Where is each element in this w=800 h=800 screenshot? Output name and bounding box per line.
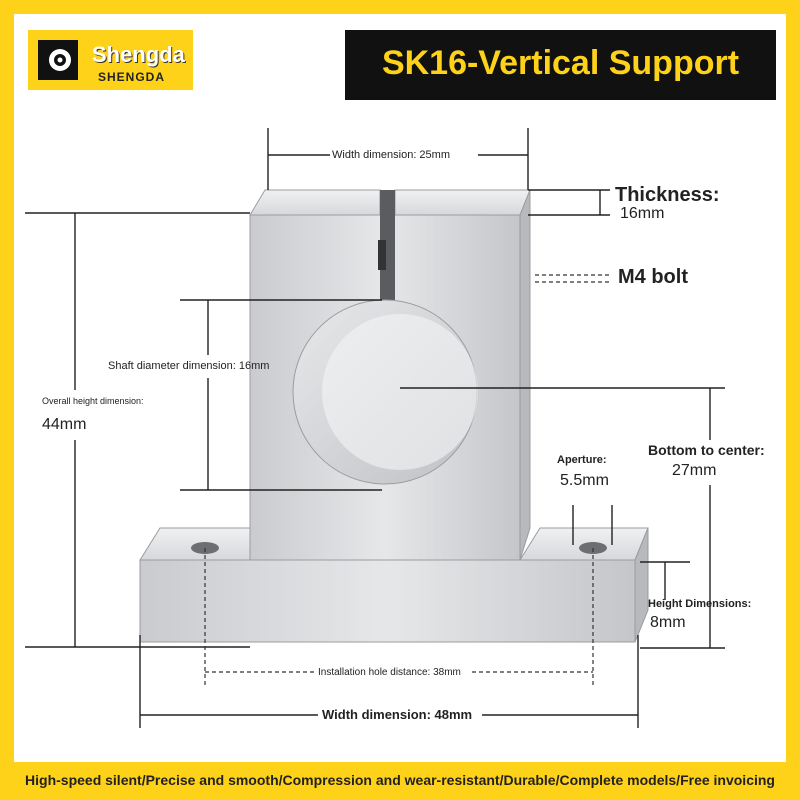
overall-height-title: Overall height dimension:	[42, 396, 144, 406]
upright-top-left	[249, 189, 381, 216]
base-front	[139, 559, 636, 643]
upright-side	[519, 189, 531, 561]
overall-height-value: 44mm	[42, 416, 87, 433]
aperture-value: 5.5mm	[560, 472, 609, 489]
bottom-center-title: Bottom to center:	[648, 442, 765, 458]
brand-logo: Shengda SHENGDA	[28, 30, 193, 90]
page-title: SK16-Vertical Support	[381, 44, 740, 82]
height-dim-value: 8mm	[650, 614, 686, 631]
top-width-label: Width dimension: 25mm	[332, 149, 450, 161]
bottom-width-label: Width dimension: 48mm	[322, 707, 473, 722]
brand-name: Shengda	[92, 42, 185, 67]
thickness-value: 16mm	[620, 205, 665, 222]
title-banner: SK16-Vertical Support	[345, 30, 776, 100]
install-hole-label: Installation hole distance: 38mm	[318, 667, 461, 678]
height-dim-title: Height Dimensions:	[648, 598, 752, 610]
brand-subname: SHENGDA	[98, 70, 166, 84]
m4-bolt-label: M4 bolt	[618, 266, 688, 288]
base-side	[634, 527, 649, 643]
logo-icon	[38, 40, 78, 80]
footer-tagline: High-speed silent/Precise and smooth/Com…	[25, 772, 775, 788]
upright-top-right	[394, 189, 531, 216]
shaft-diameter-label: Shaft diameter dimension: 16mm	[108, 360, 270, 372]
bottom-center-value: 27mm	[672, 462, 717, 479]
thickness-title: Thickness:	[615, 184, 720, 206]
clamp-slot	[380, 190, 395, 305]
aperture-title: Aperture:	[557, 454, 607, 466]
